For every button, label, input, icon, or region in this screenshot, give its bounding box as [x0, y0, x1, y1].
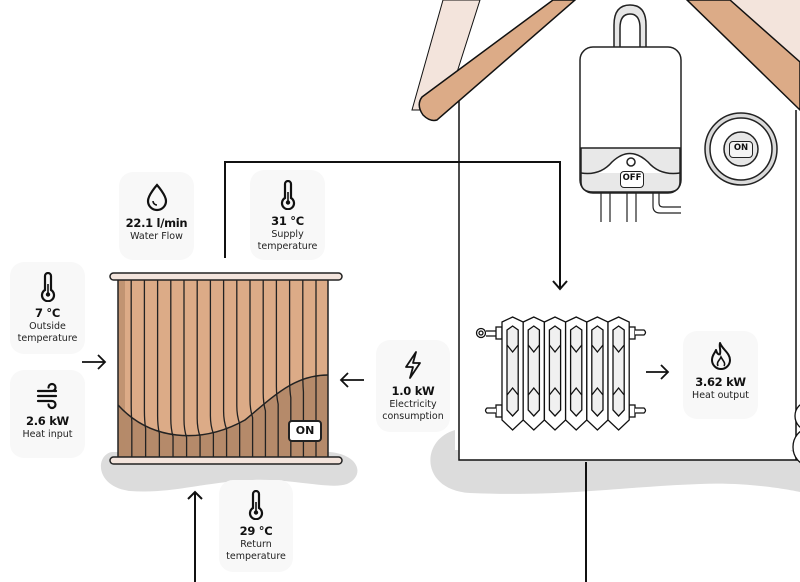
water-drop-icon — [146, 183, 167, 212]
exchanger-fin — [183, 280, 188, 458]
radiator-section-detail — [591, 344, 604, 396]
return-temperature-label: Return temperature — [226, 539, 286, 563]
exchanger-fin — [249, 280, 254, 458]
electricity-consumption-label: Electricity consumption — [382, 399, 444, 423]
heat-output-value: 3.62 kW — [695, 375, 746, 389]
roof-beam-right — [685, 0, 800, 112]
flame-icon — [710, 342, 731, 370]
flow-arrows — [82, 354, 670, 388]
heat-output-arrow — [646, 364, 670, 380]
radiator-section-inner — [591, 325, 604, 417]
radiator-section-detail — [548, 344, 562, 396]
exchanger-fin — [170, 280, 174, 458]
outside-temperature-card: 7 °C Outside temperature — [10, 262, 85, 354]
heat-input-value: 2.6 kW — [26, 414, 69, 428]
heat-input-card: 2.6 kW Heat input — [10, 370, 85, 458]
electricity-consumption-value: 1.0 kW — [391, 384, 435, 398]
roof-beam-left — [418, 0, 577, 122]
return-label-line1: Return — [240, 539, 272, 550]
pipes — [187, 161, 587, 582]
exchanger-fin — [196, 280, 201, 458]
wind-icon — [36, 382, 57, 410]
exchanger-fin — [262, 280, 267, 458]
thermometer-icon — [40, 272, 55, 302]
outside-air-arrow — [82, 354, 107, 370]
supply-temperature-card: 31 °C Supply temperature — [250, 170, 325, 260]
radiator — [475, 316, 647, 431]
radiator-section-detail — [527, 344, 540, 396]
thermometer-icon — [248, 490, 264, 520]
supply-label-line2: temperature — [257, 241, 318, 252]
exchanger-fin — [156, 280, 161, 458]
return-temperature-card: 29 °C Return temperature — [219, 480, 293, 572]
boiler-status-button[interactable]: OFF — [620, 171, 644, 188]
return-label-line2: temperature — [226, 551, 286, 562]
heat-pump-top-rail — [109, 272, 343, 281]
outside-label-line2: temperature — [17, 333, 78, 344]
supply-temperature-value: 31 °C — [271, 214, 304, 228]
radiator-section-inner — [548, 325, 562, 417]
radiator-section-inner — [527, 325, 541, 417]
water-flow-value: 22.1 l/min — [125, 216, 188, 230]
boiler-indicator-light — [626, 157, 636, 167]
lightning-icon — [405, 351, 421, 379]
radiator-section-detail — [506, 344, 519, 396]
return-temperature-value: 29 °C — [239, 524, 273, 538]
radiator-section-detail — [612, 344, 625, 396]
exchanger-fin — [302, 280, 305, 458]
house-ground-shadow — [430, 430, 800, 494]
supply-temperature-label: Supply temperature — [258, 229, 318, 253]
return-inlet-arrowhead — [187, 490, 203, 500]
electricity-label-line2: consumption — [382, 411, 444, 422]
electricity-consumption-card: 1.0 kW Electricity consumption — [376, 340, 450, 432]
exchanger-fin — [236, 280, 241, 458]
thermostat-status-button[interactable]: ON — [729, 141, 753, 158]
heat-output-card: 3.62 kW Heat output — [683, 331, 758, 419]
electricity-label-line1: Electricity — [389, 399, 437, 410]
exchanger-fin — [275, 280, 279, 458]
heat-pump-lower-fill — [118, 375, 328, 460]
radiator-section-inner — [612, 325, 625, 417]
outdoor-object-edge — [792, 404, 800, 464]
water-flow-card: 22.1 l/min Water Flow — [119, 172, 194, 260]
supply-pipe-arrowhead — [552, 280, 568, 291]
exchanger-fin — [143, 280, 147, 458]
exchanger-fin — [130, 280, 133, 458]
supply-pipe — [224, 161, 561, 288]
electricity-arrow — [339, 372, 364, 388]
outside-temperature-label: Outside temperature — [18, 321, 78, 345]
exchanger-fin — [288, 280, 292, 458]
outside-temperature-value: 7 °C — [35, 306, 60, 320]
heat-output-label: Heat output — [692, 390, 749, 401]
heat-input-label: Heat input — [22, 429, 73, 440]
heat-pump-status-button[interactable]: ON — [288, 420, 322, 442]
radiator-section-detail — [570, 344, 583, 396]
radiator-section-inner — [569, 325, 583, 417]
water-flow-label: Water Flow — [130, 231, 183, 242]
outside-label-line1: Outside — [29, 321, 66, 332]
gas-boiler — [579, 4, 682, 222]
exchanger-fin — [209, 280, 215, 458]
heat-pump-bottom-rail — [109, 456, 343, 465]
supply-label-line1: Supply — [271, 229, 304, 240]
radiator-section-inner — [506, 325, 519, 417]
thermometer-icon — [280, 180, 295, 210]
